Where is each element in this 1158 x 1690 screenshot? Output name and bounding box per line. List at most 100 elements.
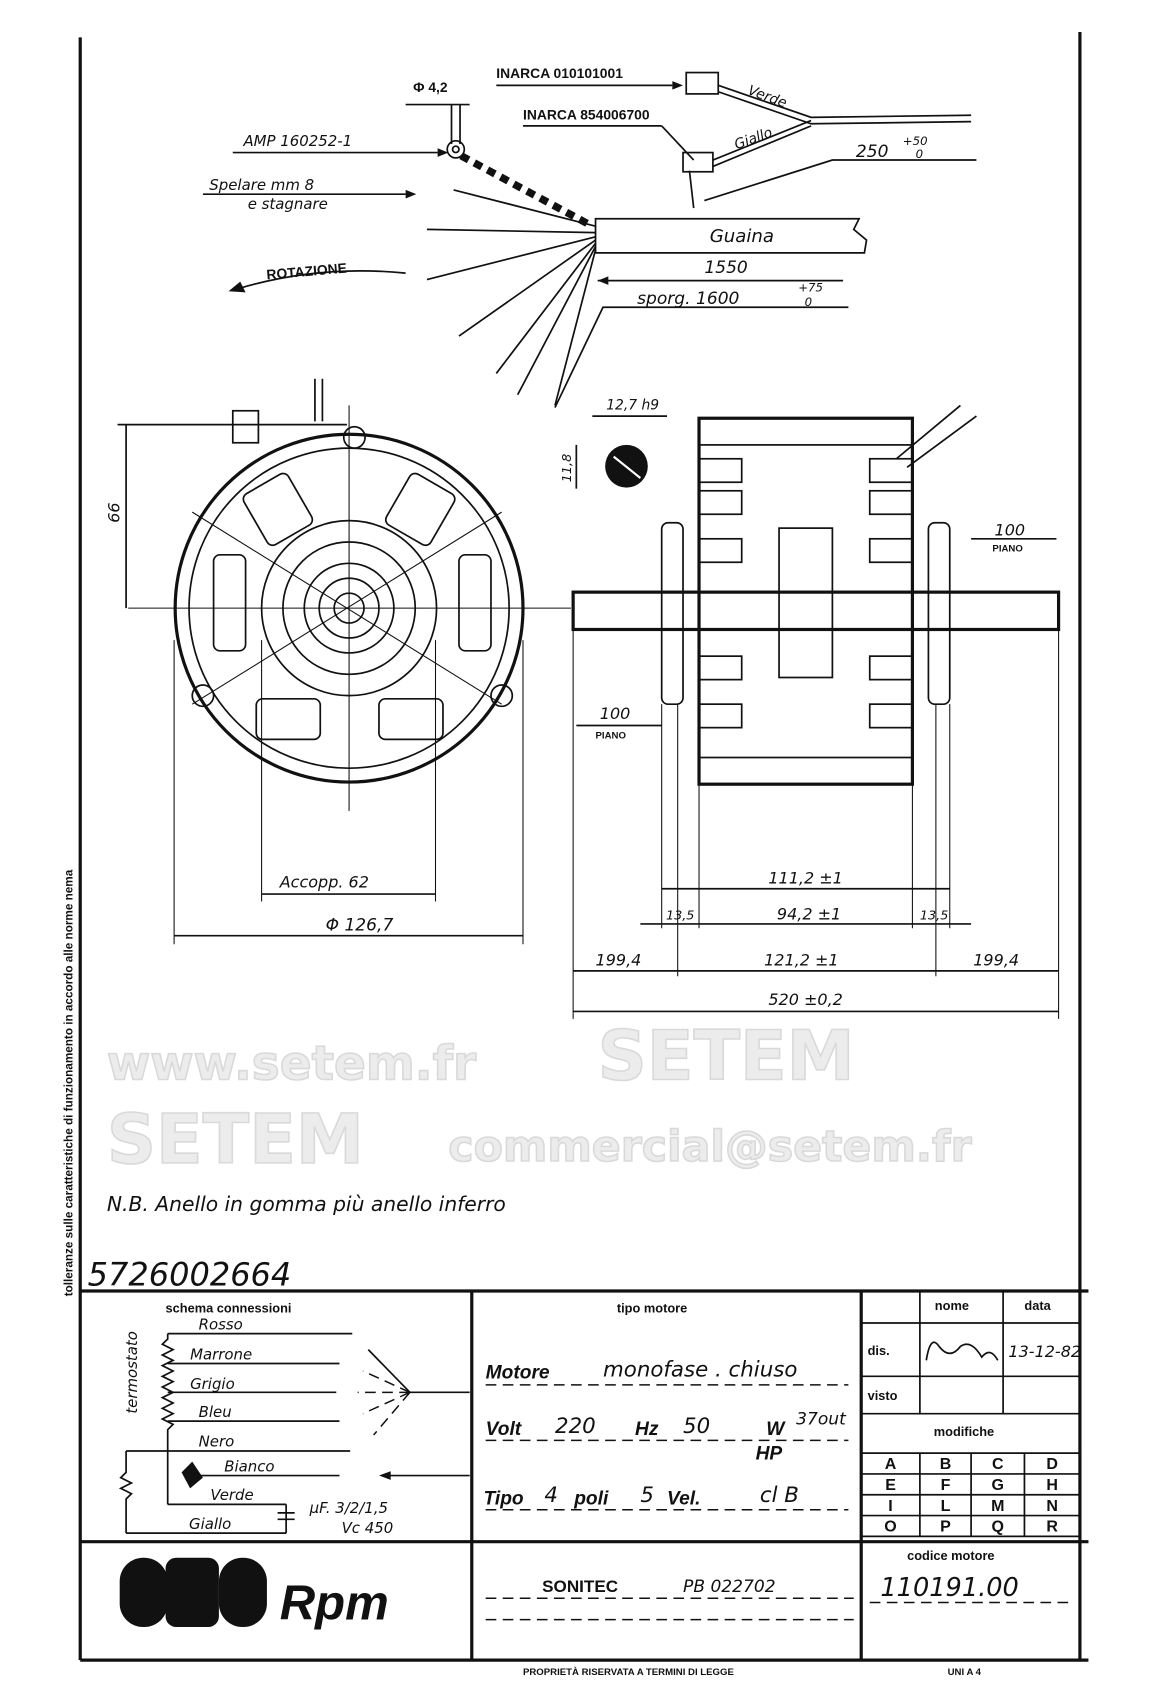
visto-label: visto xyxy=(868,1388,898,1403)
code-header: codice motore xyxy=(907,1548,994,1563)
speeds-value: 5 xyxy=(640,1483,654,1508)
length-1550: 1550 xyxy=(704,258,747,278)
customer-code: PB 022702 xyxy=(683,1577,776,1597)
dim-13-left: 13,5 xyxy=(666,909,695,924)
brand-logo-text: Rpm xyxy=(280,1577,389,1631)
dis-date: 13-12-82 xyxy=(1008,1342,1081,1361)
inarca-2-label: INARCA 854006700 xyxy=(523,106,650,122)
drawing-frame xyxy=(78,32,1089,1662)
dim-111: 111,2 ±1 xyxy=(768,868,842,887)
hp-label: HP xyxy=(756,1444,783,1465)
motor-type-block: tipo motore Motore monofase . chiuso Vol… xyxy=(484,1300,849,1511)
capacitor-voltage: Vc 450 xyxy=(342,1519,394,1537)
rpm-logo: Rpm xyxy=(119,1557,389,1631)
height-66: 66 xyxy=(105,502,124,522)
wire-nero: Nero xyxy=(199,1433,235,1451)
tolerance-note: tolleranze sulle caratteristiche di funz… xyxy=(63,869,76,1296)
modification-letter: O xyxy=(884,1519,896,1536)
thermostat-icon xyxy=(181,1461,203,1489)
schema-title: schema connessioni xyxy=(166,1300,292,1315)
side-flat-label: PIANO xyxy=(992,544,1023,555)
motor-code: 110191.00 xyxy=(880,1573,1018,1603)
wire-bleu: Bleu xyxy=(199,1403,232,1421)
modification-letter: E xyxy=(885,1477,896,1494)
poles-label: poli xyxy=(573,1488,609,1509)
motore-label: Motore xyxy=(486,1362,550,1383)
diameter-dimension: Φ 126,7 xyxy=(326,915,394,935)
wire-rosso: Rosso xyxy=(199,1315,243,1333)
dim-121: 121,2 ±1 xyxy=(764,951,838,970)
modification-letter: B xyxy=(940,1456,952,1473)
capacitor-value: µF. 3/2/1,5 xyxy=(309,1499,388,1517)
modification-letter: H xyxy=(1046,1477,1058,1494)
sporg-length: sporg. 1600 xyxy=(637,289,739,309)
connection-schema: schema connessioni termostato Rosso Marr… xyxy=(118,1300,470,1537)
sporg-tol-minus: 0 xyxy=(805,295,812,309)
signature xyxy=(925,1341,999,1361)
dis-label: dis. xyxy=(868,1343,890,1358)
inarca-1-label: INARCA 010101001 xyxy=(496,65,623,81)
speeds-label: Vel. xyxy=(667,1488,700,1509)
verde-label: Verde xyxy=(746,83,789,112)
note-text: N.B. Anello in gomma più anello inferro xyxy=(107,1192,506,1216)
modification-letter: P xyxy=(940,1519,951,1536)
modification-letter: C xyxy=(992,1456,1004,1473)
side-flat-100: 100 xyxy=(995,521,1026,540)
key-height: 11,8 xyxy=(560,454,575,483)
watermark-email: commercial@setem.fr xyxy=(448,1122,971,1172)
approval-block: nome data dis. 13-12-82 visto modifiche … xyxy=(860,1298,1081,1538)
volt-label: Volt xyxy=(486,1419,523,1440)
dim-520: 520 ±0,2 xyxy=(768,990,842,1009)
wire-giallo: Giallo xyxy=(189,1515,231,1533)
modification-letter: Q xyxy=(992,1519,1004,1536)
dim-13-right: 13,5 xyxy=(920,909,949,924)
coupling-dimension: Accopp. 62 xyxy=(279,873,369,892)
sporg-tol-plus: +75 xyxy=(798,280,823,294)
rights-notice: PROPRIETÀ RISERVATA A TERMINI DI LEGGE xyxy=(523,1666,734,1678)
modification-letter: D xyxy=(1046,1456,1058,1473)
modification-letter: I xyxy=(888,1498,892,1515)
watermark: www.setem.fr SETEM SETEM commercial@sete… xyxy=(106,1017,972,1181)
strip-label-1: Spelare mm 8 xyxy=(209,176,314,194)
dim-199-left: 199,4 xyxy=(596,951,642,970)
modification-letter: L xyxy=(941,1498,951,1515)
w-label: W xyxy=(766,1419,786,1440)
poles-value: 4 xyxy=(544,1483,558,1508)
w-value: 37out xyxy=(796,1409,847,1429)
thermostat-label: termostato xyxy=(123,1331,141,1414)
watermark-brand-2: SETEM xyxy=(107,1101,364,1180)
hz-value: 50 xyxy=(683,1414,710,1439)
modification-letter: F xyxy=(941,1477,951,1494)
hz-label: Hz xyxy=(635,1419,659,1440)
watermark-url: www.setem.fr xyxy=(107,1037,477,1092)
dim-199-right: 199,4 xyxy=(973,951,1019,970)
modification-letter: N xyxy=(1046,1498,1058,1515)
length-250-tol-plus: +50 xyxy=(903,134,928,148)
part-number: 5726002664 xyxy=(88,1256,292,1294)
wire-bianco: Bianco xyxy=(224,1457,274,1475)
paper-size: UNI A 4 xyxy=(948,1667,982,1678)
volt-value: 220 xyxy=(555,1414,596,1439)
nome-header: nome xyxy=(935,1298,969,1313)
insulation-class: cl B xyxy=(760,1483,799,1508)
footer-block: Rpm SONITEC PB 022702 codice motore 1101… xyxy=(119,1548,1073,1678)
rotation-arrow-icon xyxy=(228,281,246,293)
modification-letter: A xyxy=(885,1456,897,1473)
modification-letter: M xyxy=(991,1498,1004,1515)
length-250-tol-minus: 0 xyxy=(916,147,923,161)
wire-verde: Verde xyxy=(210,1486,253,1504)
terminal-diameter: Φ 4,2 xyxy=(413,79,448,95)
tipo-label: Tipo xyxy=(484,1488,524,1509)
customer-name: SONITEC xyxy=(542,1577,618,1596)
modification-letter: R xyxy=(1046,1519,1058,1536)
length-250: 250 xyxy=(856,142,889,162)
watermark-brand-1: SETEM xyxy=(598,1018,855,1097)
key-width: 12,7 h9 xyxy=(606,398,659,414)
wire-grigio: Grigio xyxy=(190,1375,235,1393)
front-flat-100: 100 xyxy=(600,704,631,723)
strip-label-2: e stagnare xyxy=(248,195,328,213)
sheath-label: Guaina xyxy=(710,226,774,247)
side-view: 100 PIANO 111,2 ±1 13,5 94,2 ±1 13,5 199… xyxy=(571,404,1061,1019)
